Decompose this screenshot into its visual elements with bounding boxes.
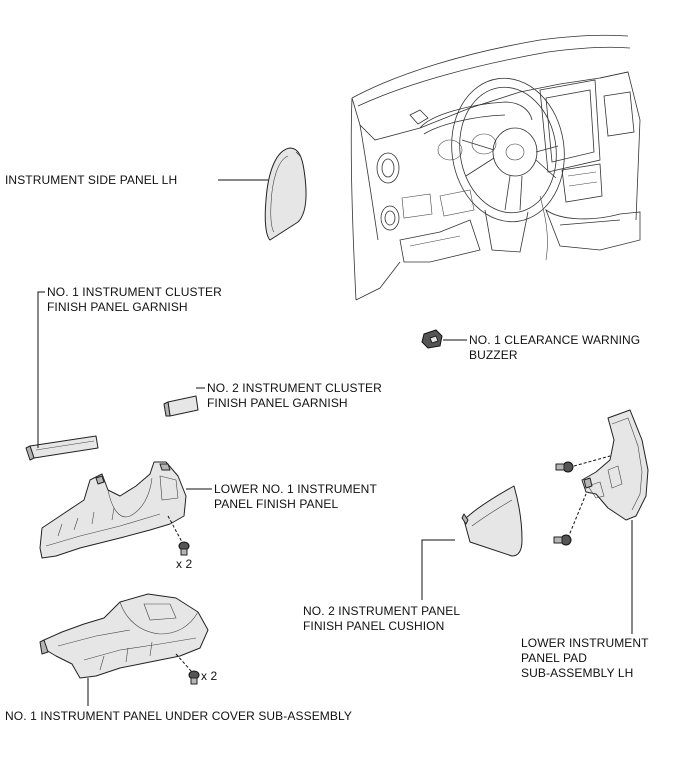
label-under-cover: NO. 1 INSTRUMENT PANEL UNDER COVER SUB-A…: [5, 709, 352, 723]
label-lower-panel-pad-lh: LOWER INSTRUMENT PANEL PAD SUB-ASSEMBLY …: [521, 636, 649, 680]
lower-panel-pad-lh-part: [581, 409, 649, 521]
clearance-warning-buzzer-part: [421, 329, 443, 349]
under-cover-part: [39, 593, 209, 679]
cluster-garnish-1-part: [25, 435, 99, 461]
pad-screw-dash-upper: [573, 455, 611, 467]
label-finish-panel-cushion: NO. 2 INSTRUMENT PANEL FINISH PANEL CUSH…: [303, 604, 461, 633]
finish-panel-cushion-part: [461, 485, 523, 557]
lower-finish-panel-part: [39, 461, 187, 559]
cluster-garnish-2-part: [163, 395, 199, 417]
label-under-cover-screw-qty: x 2: [201, 669, 218, 683]
pad-screw-upper: [555, 461, 574, 473]
label-finish-panel-clip-qty: x 2: [176, 557, 193, 571]
leader-cluster-garnish-1: [37, 291, 45, 448]
label-clearance-warning-buzzer: NO. 1 CLEARANCE WARNING BUZZER: [469, 333, 641, 362]
label-instrument-side-panel: INSTRUMENT SIDE PANEL LH: [5, 173, 178, 187]
pad-screw-dash-lower: [567, 493, 587, 539]
under-cover-screw: [188, 670, 200, 685]
instrument-side-panel-lh-part: [264, 147, 307, 241]
under-cover-screw-dash: [175, 653, 193, 673]
label-lower-finish-panel: LOWER NO. 1 INSTRUMENT PANEL FINISH PANE…: [214, 482, 377, 511]
finish-panel-clip: [178, 541, 190, 556]
pad-screw-lower: [553, 534, 572, 546]
label-cluster-garnish-2: NO. 2 INSTRUMENT CLUSTER FINISH PANEL GA…: [207, 381, 382, 410]
label-cluster-garnish-1: NO. 1 INSTRUMENT CLUSTER FINISH PANEL GA…: [47, 285, 222, 314]
leader-cushion: [421, 539, 455, 600]
dashboard-illustration: [350, 34, 641, 301]
